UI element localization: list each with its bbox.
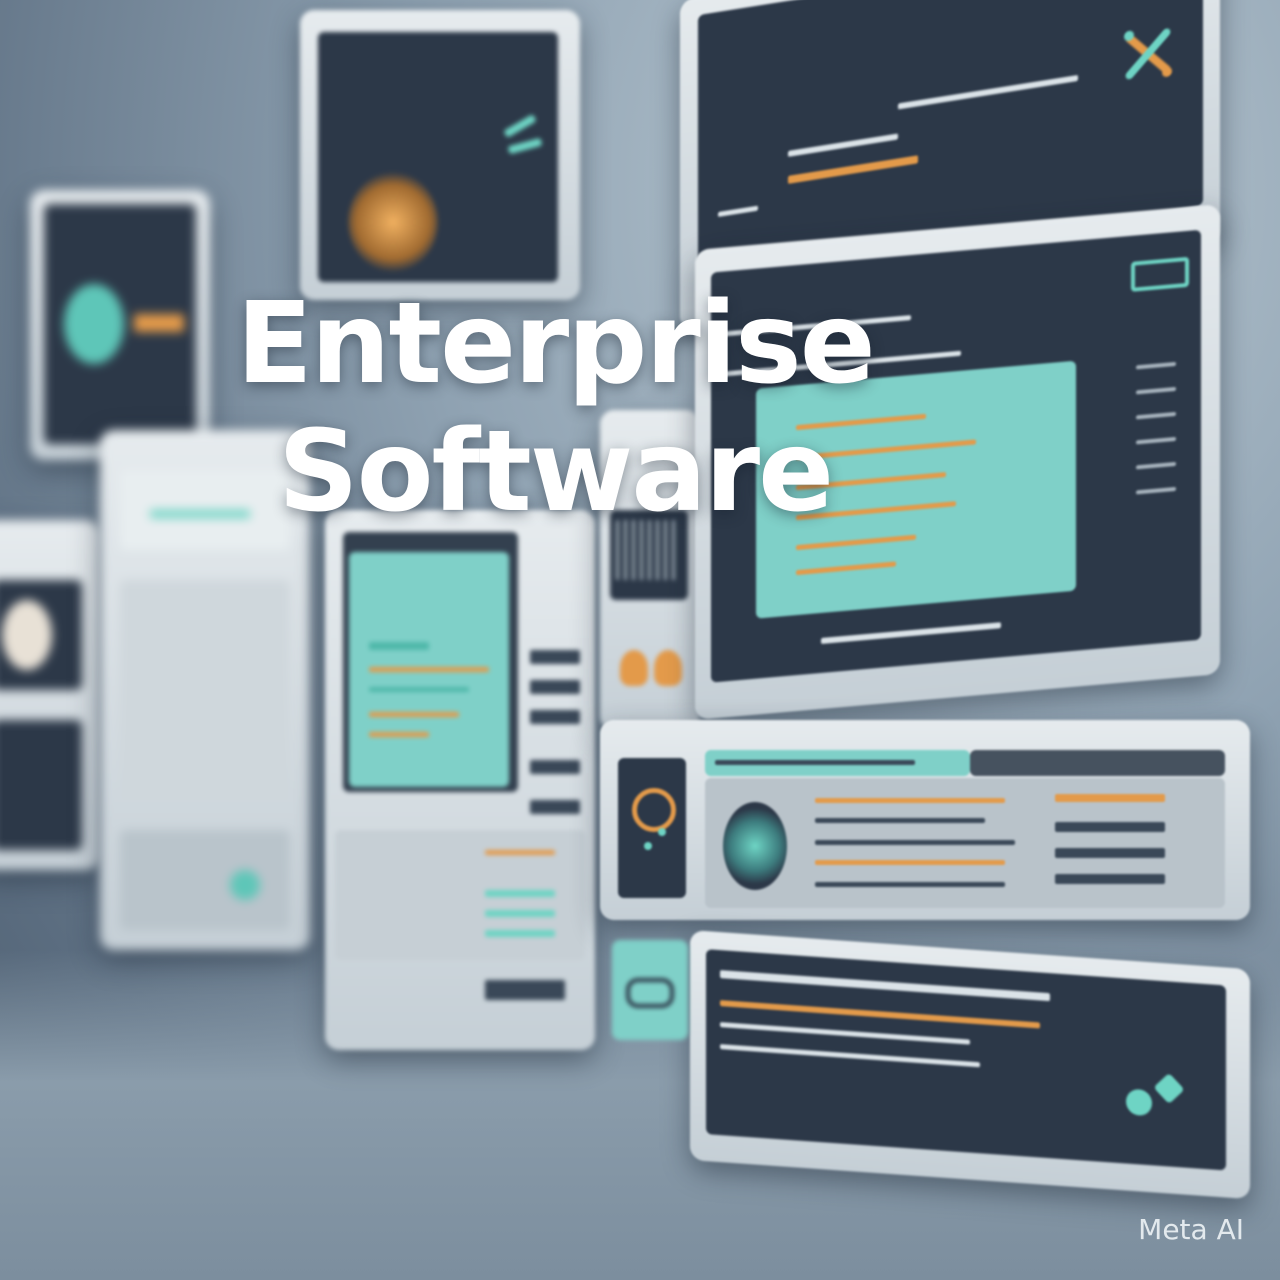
dashboard-globe-icon [723,802,787,890]
gear-icon-tile [618,758,686,898]
watermark-label: Meta AI [1138,1213,1244,1246]
logo-text-icon [1131,256,1189,292]
headline-line-2: Software [277,407,834,537]
globe-icon [64,284,124,364]
star-icon [1126,1088,1152,1117]
far-panel-left [0,520,100,870]
headline-line-1: Enterprise [236,279,875,409]
gear-icon [632,788,676,832]
shape-tile [612,940,688,1040]
top-panel-orb [300,10,580,300]
cursor-icon [503,114,537,138]
info-panel [600,720,1250,920]
headline: Enterprise Software [0,280,1110,536]
lightbulb-icon [620,650,648,686]
far-panel-globe [30,190,210,460]
text-panel [690,930,1250,1200]
middle-panel [325,510,595,1050]
strip-panel [600,410,700,730]
sparkle-icon [1118,19,1178,89]
orb-icon [348,172,438,272]
far-panel-mid [100,430,310,950]
shape-icon [626,978,674,1008]
